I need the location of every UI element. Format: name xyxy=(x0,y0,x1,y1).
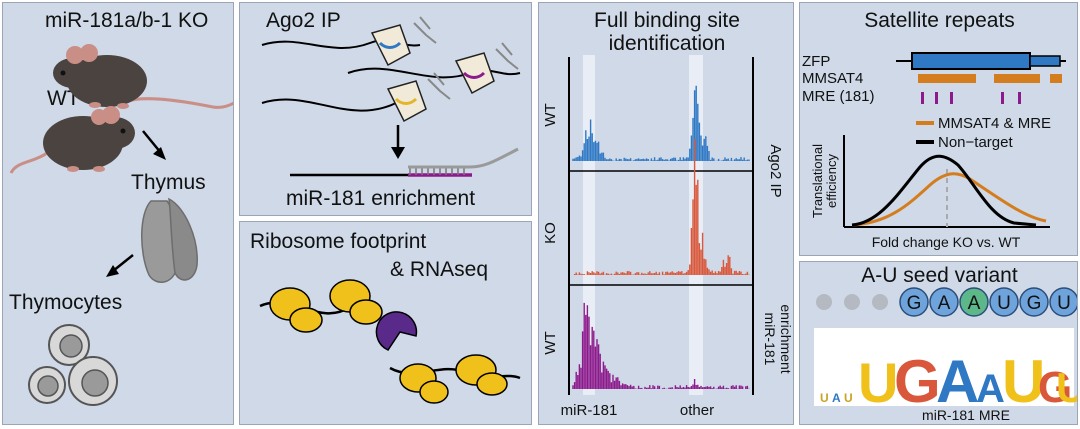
seed-bead xyxy=(959,287,989,317)
svg-text:A: A xyxy=(832,391,841,405)
track-wt-trace xyxy=(572,85,750,161)
mmsat4-repeat xyxy=(994,74,1040,83)
right-label-ago2: Ago2 IP xyxy=(767,144,784,197)
panel-ago2: Ago2 IP miR-181 enrichment xyxy=(239,2,532,216)
enrichment-read-icon xyxy=(290,147,519,177)
seed-bead xyxy=(929,287,959,317)
logo-letter-u3: U xyxy=(1056,364,1078,411)
panel-ko-illustration xyxy=(9,44,233,406)
satellite-figure: ZFP MMSAT4 MRE (181) MMSAT4 & MRE Non−ta… xyxy=(802,52,1066,250)
seed-letter: G xyxy=(1027,293,1042,314)
right-label-enrich-line2: enrichment xyxy=(778,304,794,373)
arrow-to-thymocytes-icon xyxy=(106,254,134,277)
logo-caption: miR-181 MRE xyxy=(922,407,1010,423)
track-label-mmsat4: MMSAT4 xyxy=(802,70,863,87)
panel-ago2-caption: miR-181 enrichment xyxy=(286,187,476,210)
seed-bead xyxy=(1019,287,1049,317)
svg-text:U: U xyxy=(844,391,853,405)
seed-letter: G xyxy=(907,293,922,314)
arrow-to-thymus-icon xyxy=(142,130,166,160)
seed-letter: A xyxy=(938,293,951,314)
thymocytes-label: Thymocytes xyxy=(9,291,123,314)
ribosome-icon xyxy=(399,363,449,404)
thymus-label: Thymus xyxy=(131,171,206,194)
panel-binding: Full binding site identification WT KO W… xyxy=(538,2,794,425)
track-ko-trace xyxy=(573,138,750,275)
zfp-utr-box xyxy=(1029,55,1061,67)
degrading-ribosome-icon xyxy=(375,311,418,351)
track-label-mre: MRE (181) xyxy=(802,88,875,105)
curve-nontarget xyxy=(851,154,1037,227)
seed-letter: A xyxy=(968,293,981,314)
ago2-illustration xyxy=(261,16,521,177)
sequence-logo xyxy=(814,328,1074,406)
logo-letter-a1: A xyxy=(936,348,979,415)
panel-binding-title-line2: identification xyxy=(608,32,726,55)
ribosome-icon xyxy=(455,354,508,396)
right-label-enrich-line1: miR-181 xyxy=(762,313,778,366)
binding-tracks: WT KO WT Ago2 IP miR-181 enrichment miR-… xyxy=(542,55,794,419)
svg-text:U: U xyxy=(820,391,829,405)
mre-site xyxy=(1018,92,1021,104)
ribosome-icon xyxy=(329,279,383,325)
ribosome-illustration xyxy=(259,279,521,404)
mmsat4-repeat xyxy=(918,74,976,83)
mre-site xyxy=(1001,92,1004,104)
track-label-ko: KO xyxy=(542,222,559,244)
panel-satellite-title: Satellite repeats xyxy=(864,9,1015,32)
ylabel-line2: efficiency xyxy=(824,154,839,208)
panel-ago2-title: Ago2 IP xyxy=(266,9,341,32)
ago2-protein-icon xyxy=(370,16,437,67)
seed-letter: U xyxy=(997,293,1011,314)
panel-satellite: Satellite repeats ZFP MMSAT4 MRE (181) M… xyxy=(799,2,1078,256)
zfp-gene-box xyxy=(911,52,1031,70)
track-label-wt-2: WT xyxy=(542,331,559,354)
panel-seed-title: A-U seed variant xyxy=(861,264,1018,287)
track-label-wt-1: WT xyxy=(542,103,559,126)
ylabel-line1: Translational xyxy=(810,144,825,218)
seed-bead xyxy=(899,287,929,317)
thymocyte-cells-icon xyxy=(28,324,118,406)
mouse-1-icon xyxy=(53,44,233,109)
mre-site xyxy=(935,92,938,104)
panel-ko: miR-181a/b-1 KO WT Thymus Thymocytes xyxy=(2,2,234,425)
ago2-protein-icon xyxy=(454,42,519,95)
logo-letter-g: G xyxy=(894,348,941,415)
legend-mmsat4-mre: MMSAT4 & MRE xyxy=(938,115,1051,132)
seed-bead xyxy=(1049,287,1077,317)
logo-letter-u1: U xyxy=(858,351,898,414)
panel-ribosome-title-line1: Ribosome footprint xyxy=(250,230,427,253)
track-label-zfp: ZFP xyxy=(802,53,830,70)
panel-ribosome-title-line2: & RNAseq xyxy=(390,258,489,281)
ago2-protein-icon xyxy=(386,72,451,123)
panel-ribosome: Ribosome footprint & RNAseq xyxy=(239,221,532,425)
ribosome-icon xyxy=(269,287,323,333)
logo-letter-a2: A xyxy=(976,367,1005,411)
logo-letter-g2: G xyxy=(1038,363,1072,412)
xlabel: Fold change KO vs. WT xyxy=(872,234,1021,250)
mre-site xyxy=(950,92,953,104)
panel-ko-title: miR-181a/b-1 KO xyxy=(45,9,209,32)
x-label-other: other xyxy=(680,402,714,419)
panel-binding-title-line1: Full binding site xyxy=(594,9,740,32)
thymus-icon xyxy=(141,197,198,283)
curve-mmsat4 xyxy=(851,172,1047,227)
logo-letter-u2: U xyxy=(1002,348,1045,415)
seed-letter: U xyxy=(1057,293,1071,314)
track-enrich-trace xyxy=(572,302,750,389)
x-label-mir181: miR-181 xyxy=(561,402,618,419)
down-arrow-icon xyxy=(391,125,405,159)
mmsat4-repeat xyxy=(1050,74,1062,83)
seed-bead xyxy=(989,287,1019,317)
legend-nontarget: Non−target xyxy=(938,134,1013,151)
mre-site xyxy=(921,92,924,104)
mouse-2-icon xyxy=(9,106,135,174)
